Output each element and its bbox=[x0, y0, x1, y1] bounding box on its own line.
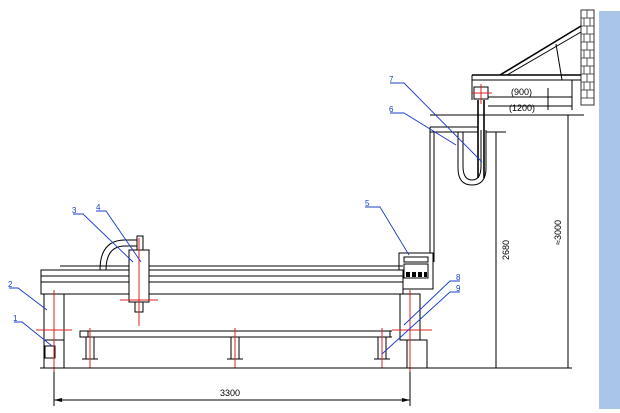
callout-leaders bbox=[9, 82, 483, 355]
dim-3300-label: 3300 bbox=[220, 388, 240, 398]
dim-3000-label: ≈3000 bbox=[553, 220, 563, 245]
right-leg bbox=[392, 290, 432, 372]
torch-carriage bbox=[120, 235, 158, 326]
callout-6: 6 bbox=[389, 105, 394, 114]
side-panel bbox=[599, 11, 620, 409]
dim-1200-label: (1200) bbox=[509, 103, 535, 113]
cable-arc bbox=[99, 239, 140, 271]
bracket-dimensions: (900) (1200) bbox=[430, 80, 584, 116]
hose-pole bbox=[429, 100, 485, 262]
control-box bbox=[398, 252, 434, 290]
callout-7: 7 bbox=[389, 75, 394, 84]
main-beam bbox=[40, 265, 404, 295]
callout-8: 8 bbox=[456, 273, 461, 282]
height-dimensions: 2680 ≈3000 bbox=[486, 115, 569, 368]
brick-wall bbox=[580, 9, 595, 106]
callout-2: 2 bbox=[8, 280, 13, 289]
wall-bracket bbox=[471, 25, 582, 104]
callout-5: 5 bbox=[365, 199, 370, 208]
callout-3: 3 bbox=[72, 206, 77, 215]
callout-1: 1 bbox=[13, 314, 18, 323]
left-leg bbox=[36, 290, 72, 372]
cutting-table bbox=[79, 330, 392, 338]
dim-900-label: (900) bbox=[511, 87, 532, 97]
width-dimension: 3300 bbox=[53, 372, 411, 406]
table-legs bbox=[82, 328, 390, 368]
hose-loop bbox=[457, 130, 487, 186]
dim-2680-label: 2680 bbox=[501, 240, 511, 260]
callout-9: 9 bbox=[456, 284, 461, 293]
cable-arc-inner bbox=[105, 245, 140, 271]
callout-4: 4 bbox=[96, 203, 101, 212]
